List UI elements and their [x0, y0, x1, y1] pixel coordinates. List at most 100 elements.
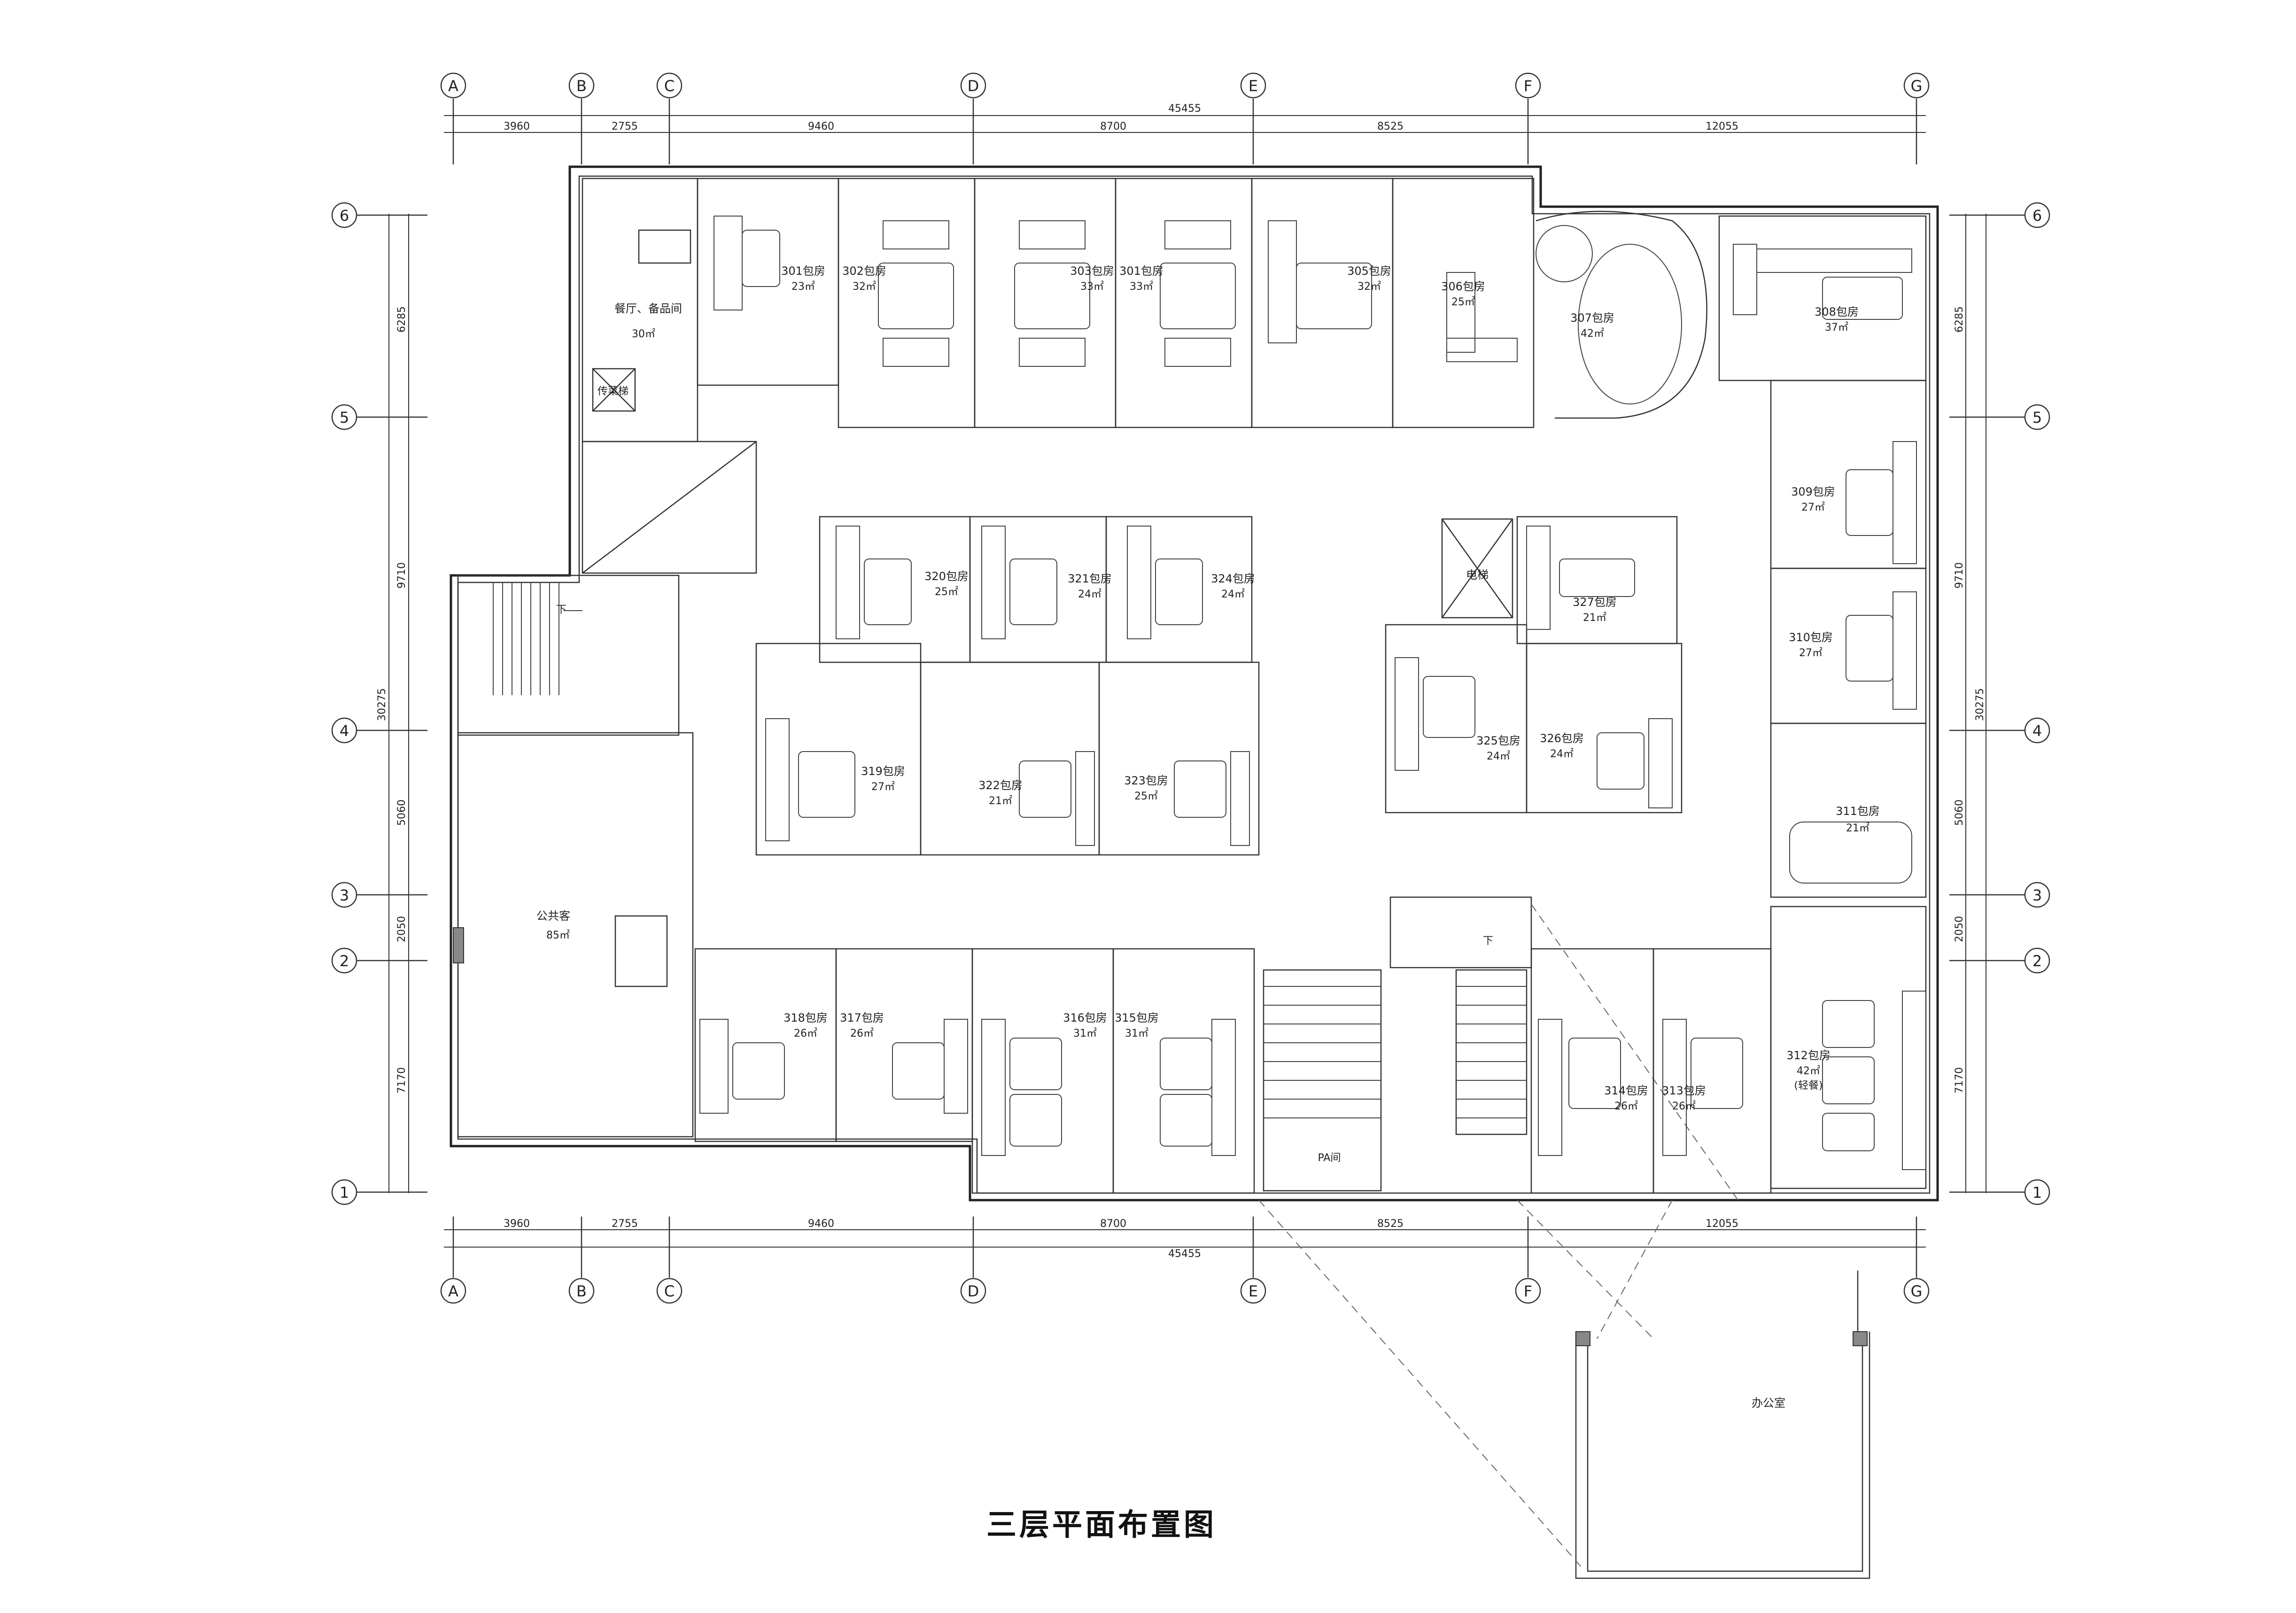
axis-row-1: 1	[340, 1184, 349, 1202]
room-316-area: 31㎡	[1073, 1027, 1097, 1039]
room-306-area: 25㎡	[1451, 296, 1475, 308]
dim-left-3: 5060	[396, 799, 408, 826]
dim-top-5: 8525	[1377, 121, 1404, 132]
stair-down-center: 下	[1483, 935, 1493, 947]
axis-row-2-right: 2	[2032, 952, 2042, 970]
axis-row-1-right: 1	[2032, 1184, 2042, 1202]
room-327-area: 21㎡	[1583, 612, 1606, 624]
room-318-area: 26㎡	[794, 1027, 817, 1039]
dim-top-2: 2755	[612, 121, 638, 132]
room-308-area: 37㎡	[1825, 321, 1848, 333]
dim-top-1: 3960	[504, 121, 530, 132]
axis-row-3: 3	[340, 886, 349, 904]
dim-bottom-2: 2755	[612, 1218, 638, 1230]
room-317-area: 26㎡	[850, 1027, 874, 1039]
room-325-name: 325包房	[1476, 734, 1520, 747]
room-308-name: 308包房	[1815, 305, 1859, 318]
elevator-label: 电梯	[1466, 568, 1489, 582]
room-324-name: 324包房	[1211, 572, 1255, 585]
room-323-name: 323包房	[1124, 774, 1168, 787]
room-309-name: 309包房	[1791, 485, 1835, 498]
room-313-name: 313包房	[1662, 1084, 1706, 1097]
room-321-area: 24㎡	[1078, 588, 1101, 600]
axis-row-2: 2	[340, 952, 349, 970]
room-314-name: 314包房	[1604, 1084, 1648, 1097]
room-315-name: 315包房	[1115, 1011, 1159, 1024]
room-307-area: 42㎡	[1581, 327, 1604, 340]
drawing-title: 三层平面布置图	[986, 1508, 1217, 1543]
dining-area: 30㎡	[632, 328, 655, 340]
room-302-area: 32㎡	[853, 280, 876, 293]
office-label: 办公室	[1752, 1396, 1785, 1410]
dumbwaiter-label: 传菜梯	[597, 386, 628, 397]
axis-col-f: F	[1524, 77, 1532, 95]
room-324-area: 24㎡	[1221, 588, 1245, 600]
dim-left-2: 9710	[396, 562, 408, 589]
room-305-name: 305包房	[1347, 264, 1391, 278]
room-320-area: 25㎡	[935, 586, 958, 598]
dim-right-2: 9710	[1954, 562, 1965, 589]
top-axis-bubbles: A B C D E F G	[440, 72, 1930, 164]
left-axes: 6 5 4 3 2 1 6285 9710 5060 2050 7170 302…	[331, 202, 427, 1205]
room-326-name: 326包房	[1540, 732, 1584, 745]
dim-right-4: 2050	[1954, 916, 1965, 942]
right-axes: 6 5 4 3 2 1 6285 9710 5060 2050 7170 302…	[1949, 202, 2050, 1205]
room-labels: 301包房 23㎡ 302包房 32㎡ 303包房 33㎡ 301包房 33㎡ …	[536, 264, 1880, 1410]
axis-col-d-bottom: D	[968, 1282, 979, 1300]
room-309-area: 27㎡	[1801, 501, 1825, 513]
room-303-name: 303包房	[1070, 264, 1114, 278]
axis-row-4: 4	[340, 722, 349, 740]
axis-col-g: G	[1911, 77, 1923, 95]
furniture	[699, 216, 1926, 1170]
dining-label: 餐厅、备品间	[614, 302, 682, 315]
dim-right-total: 30275	[1974, 688, 1986, 721]
room-325-area: 24㎡	[1487, 750, 1510, 762]
room-301b-area: 33㎡	[1130, 280, 1153, 293]
axis-col-b-bottom: B	[576, 1282, 587, 1300]
public-label: 公共客	[536, 909, 570, 923]
axis-row-4-right: 4	[2032, 722, 2042, 740]
room-322-name: 322包房	[978, 779, 1023, 792]
axis-col-e: E	[1249, 77, 1258, 95]
room-311-area: 21㎡	[1846, 822, 1869, 834]
dim-bottom-5: 8525	[1377, 1218, 1404, 1230]
room-321-name: 321包房	[1068, 572, 1112, 585]
axis-col-a: A	[448, 77, 458, 95]
axis-col-c-bottom: C	[664, 1282, 675, 1300]
room-301-area: 23㎡	[791, 280, 815, 293]
room-303-area: 33㎡	[1080, 280, 1104, 293]
axis-col-e-bottom: E	[1249, 1282, 1258, 1300]
dim-top-3: 9460	[808, 121, 834, 132]
dim-top-4: 8700	[1100, 121, 1126, 132]
axis-col-d: D	[968, 77, 979, 95]
room-322-area: 21㎡	[989, 795, 1012, 807]
room-301-name: 301包房	[781, 264, 825, 278]
room-312-area: 42㎡	[1797, 1065, 1820, 1077]
room-314-area: 26㎡	[1614, 1100, 1638, 1112]
left-stair	[493, 582, 582, 695]
dim-left-total: 30275	[376, 688, 388, 721]
dim-left-5: 7170	[396, 1067, 408, 1093]
dim-left-1: 6285	[396, 306, 408, 333]
top-dimensions: 45455 3960 2755 9460 8700 8525 12055	[444, 103, 1926, 139]
room-326-area: 24㎡	[1550, 748, 1574, 760]
room-306-name: 306包房	[1441, 280, 1485, 293]
dim-bottom-6: 12055	[1706, 1218, 1738, 1230]
room-311-name: 311包房	[1836, 805, 1880, 818]
room-307-name: 307包房	[1570, 311, 1614, 325]
room-313-area: 26㎡	[1672, 1100, 1696, 1112]
axis-row-6-right: 6	[2032, 207, 2042, 225]
room-310-name: 310包房	[1789, 631, 1833, 644]
room-323-area: 25㎡	[1134, 790, 1158, 802]
room-301b-name: 301包房	[1119, 264, 1164, 278]
dim-bottom-3: 9460	[808, 1218, 834, 1230]
building-outline	[450, 165, 1939, 1579]
room-318-name: 318包房	[783, 1011, 828, 1024]
room-305-area: 32㎡	[1357, 280, 1381, 293]
room-319-name: 319包房	[861, 765, 905, 778]
room-302-name: 302包房	[842, 264, 886, 278]
room-316-name: 316包房	[1063, 1011, 1107, 1024]
room-315-area: 31㎡	[1125, 1027, 1148, 1039]
dim-top-total: 45455	[1168, 103, 1201, 115]
